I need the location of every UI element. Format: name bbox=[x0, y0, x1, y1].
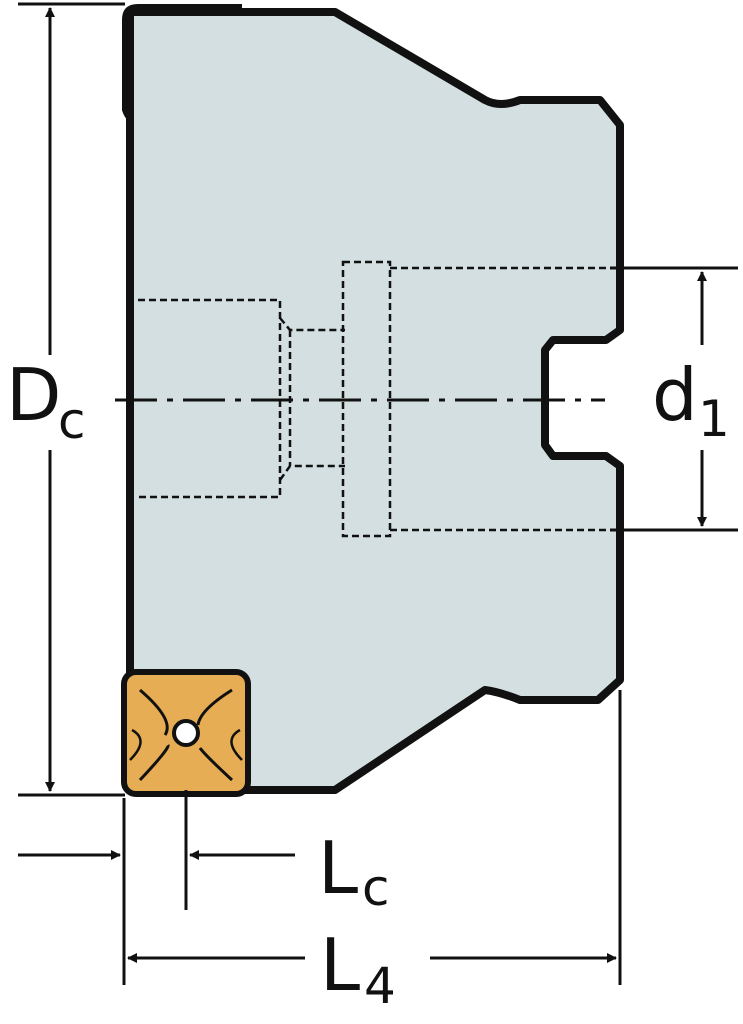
label-l4-main: L bbox=[320, 923, 360, 1007]
label-lc-main: L bbox=[318, 826, 358, 910]
bottom-insert bbox=[121, 669, 251, 797]
label-dc-main: D bbox=[6, 353, 61, 437]
label-lc: L c bbox=[318, 826, 390, 917]
extension-lines bbox=[18, 2, 738, 985]
insert-screw-hole bbox=[172, 719, 200, 747]
label-l4: L 4 bbox=[320, 923, 396, 1015]
dimension-lines bbox=[18, 7, 707, 963]
label-lc-sub: c bbox=[362, 859, 390, 917]
label-dc-sub: c bbox=[58, 392, 86, 450]
label-d1-sub: 1 bbox=[698, 390, 730, 448]
label-l4-sub: 4 bbox=[364, 957, 396, 1015]
label-d1-main: d bbox=[652, 353, 698, 437]
hidden-bore-lines bbox=[138, 260, 610, 538]
label-d1: d 1 bbox=[650, 345, 740, 450]
label-dc: D c bbox=[4, 353, 104, 450]
